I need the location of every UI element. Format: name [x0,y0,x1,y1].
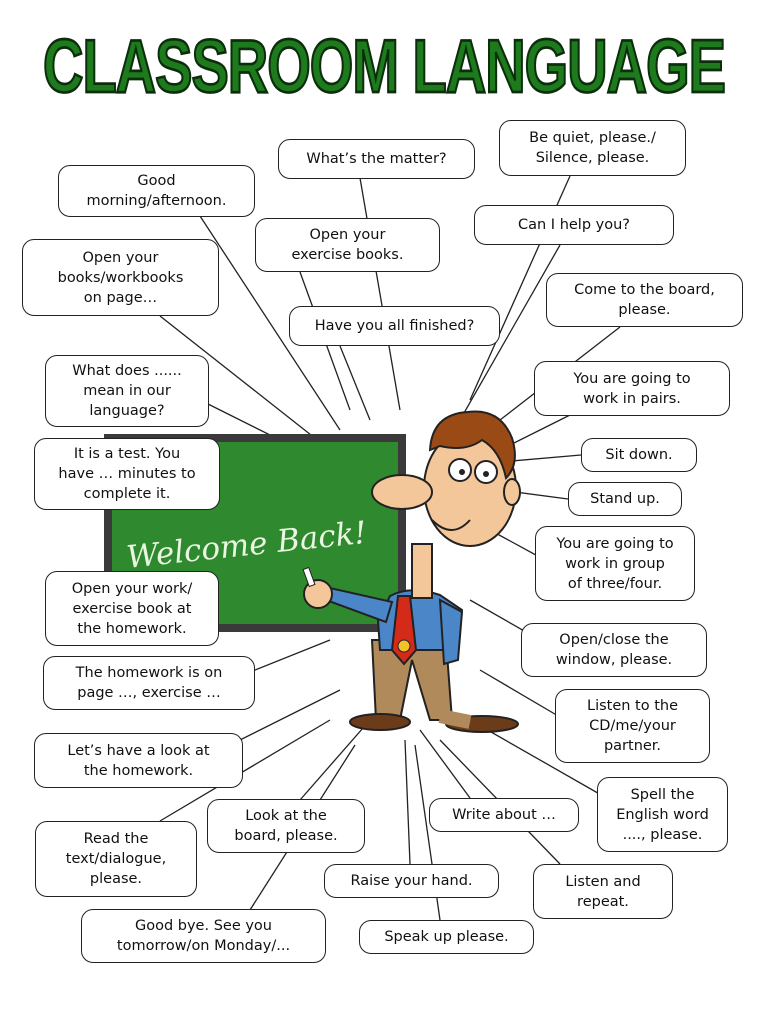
pointer-line [419,729,471,799]
phrase-bubble: Raise your hand. [324,864,499,898]
phrase-bubble: Open/close the window, please. [521,623,707,677]
pointer-line [159,719,331,822]
phrase-bubble: Let’s have a look at the homework. [34,733,243,788]
phrase-bubble: Sit down. [581,438,697,472]
hand [303,579,333,609]
hair [428,410,516,481]
phrase-bubble: Come to the board, please. [546,273,743,327]
pointer-line [199,215,341,431]
phrase-bubble: Listen and repeat. [533,864,673,919]
phrase-bubble: It is a test. You have … minutes to comp… [34,438,220,510]
phrase-bubble: Spell the English word ...., please. [597,777,728,852]
pointer-line [359,177,401,411]
eye-right [483,471,489,477]
pointer-line [299,719,371,801]
phrase-bubble: Look at the board, please. [207,799,365,853]
pointer-line [339,345,371,421]
phrase-bubble: Stand up. [568,482,682,516]
phrase-bubble: Have you all finished? [289,306,500,346]
phrase-bubble: Be quiet, please./ Silence, please. [499,120,686,176]
pointer-line [479,669,566,721]
trouser-cuff [438,709,472,729]
chalk [302,566,316,588]
phrase-bubble: Open your books/workbooks on page… [22,239,219,316]
phrase-bubble: Read the text/dialogue, please. [35,821,197,897]
neck [411,543,433,599]
phrase-bubble: What does ...... mean in our language? [45,355,209,427]
phrase-bubble: What’s the matter? [278,139,475,179]
tie-badge [397,639,411,653]
phrase-bubble: Open your work/ exercise book at the hom… [45,571,219,646]
phrase-bubble: Good bye. See you tomorrow/on Monday/... [81,909,326,963]
phrase-bubble: The homework is on page …, exercise … [43,656,255,710]
phrase-bubble: Speak up please. [359,920,534,954]
pointer-line [404,739,411,865]
eye-left [459,469,465,475]
nose [371,474,433,510]
smile [431,519,471,531]
phrase-bubble: Open your exercise books. [255,218,440,272]
phrase-bubble: You are going to work in pairs. [534,361,730,416]
pointer-line [159,315,331,451]
left-shoe [349,713,411,731]
right-sleeve [438,598,464,666]
page-title: CLASSROOM LANGUAGE [42,22,727,110]
phrase-bubble: You are going to work in group of three/… [535,526,695,601]
pointer-line [459,244,561,421]
phrase-bubble: Good morning/afternoon. [58,165,255,217]
pointer-line [469,719,611,801]
phrase-bubble: Can I help you? [474,205,674,245]
phrase-bubble: Write about … [429,798,579,832]
ear [503,478,521,506]
phrase-bubble: Listen to the CD/me/your partner. [555,689,710,763]
